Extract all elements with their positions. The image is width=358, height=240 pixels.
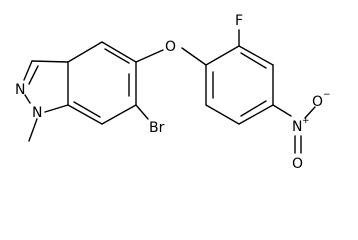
atom-label-nitro-oxygen-bottom: O [292,156,303,172]
atom-label-nitro-nitrogen: N [292,119,302,135]
ether-bond-left [135,49,164,63]
atom-label-bromine: Br [149,120,165,136]
indazole-benzene-ring [67,41,137,125]
atom-label-fluorine: F [235,13,243,29]
nitrophenyl-ring [205,45,274,125]
charge-nitro-oxygen: − [323,90,331,100]
ether-bond-right [181,47,207,66]
atom-label-ether-oxygen: O [165,39,176,55]
nitro-bond-top [304,106,316,119]
carbon-bromine-bond [135,104,149,120]
charge-nitro-nitrogen: + [302,116,310,126]
atom-label-nitro-oxygen-top: O [312,94,323,110]
atom-label-n-methyl: N [32,105,42,121]
n-methyl-bond [28,118,38,142]
pyrazole-ring [23,60,69,113]
carbon-nitro-bond [272,104,292,117]
chemical-structure: N N Br O F N + O − O [15,13,331,172]
atom-label-n-ring: N [15,82,25,98]
